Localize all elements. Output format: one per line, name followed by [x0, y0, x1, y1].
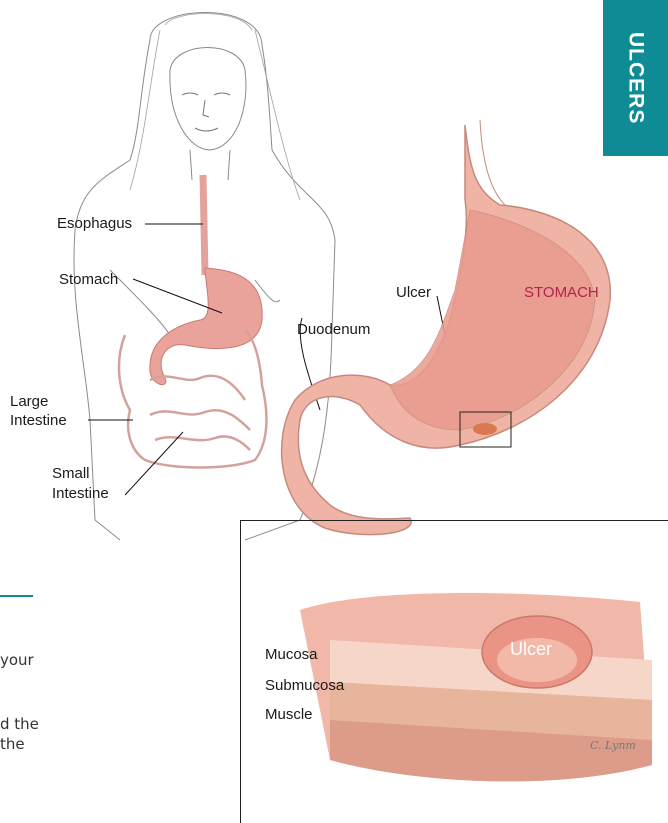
label-large-intestine-line2: Intestine: [10, 411, 67, 430]
body-text-fragment-3: the: [0, 735, 25, 753]
label-submucosa: Submucosa: [265, 676, 344, 695]
label-stomach: Stomach: [59, 270, 118, 289]
section-divider: [0, 595, 33, 597]
label-mucosa: Mucosa: [265, 645, 318, 664]
face-features: [182, 93, 230, 131]
artist-signature: C. Lynm: [590, 739, 636, 752]
label-large-intestine-line1: Large: [10, 392, 48, 411]
label-inset-ulcer: Ulcer: [510, 640, 552, 659]
label-esophagus: Esophagus: [57, 214, 132, 233]
body-text-fragment-2: d the: [0, 715, 39, 733]
label-duodenum: Duodenum: [297, 320, 370, 339]
label-ulcer: Ulcer: [396, 283, 431, 302]
label-muscle: Muscle: [265, 705, 313, 724]
body-text-fragment-1: your: [0, 651, 34, 669]
intestines-shape: [119, 330, 267, 468]
label-small-intestine-line1: Small: [52, 464, 90, 483]
hair-lines: [130, 14, 300, 200]
label-small-intestine-line2: Intestine: [52, 484, 109, 503]
stomach-shape: [150, 268, 262, 385]
esophagus-shape: [203, 175, 205, 275]
label-stomach-title: STOMACH: [524, 283, 599, 302]
inset-frame: [240, 520, 668, 823]
